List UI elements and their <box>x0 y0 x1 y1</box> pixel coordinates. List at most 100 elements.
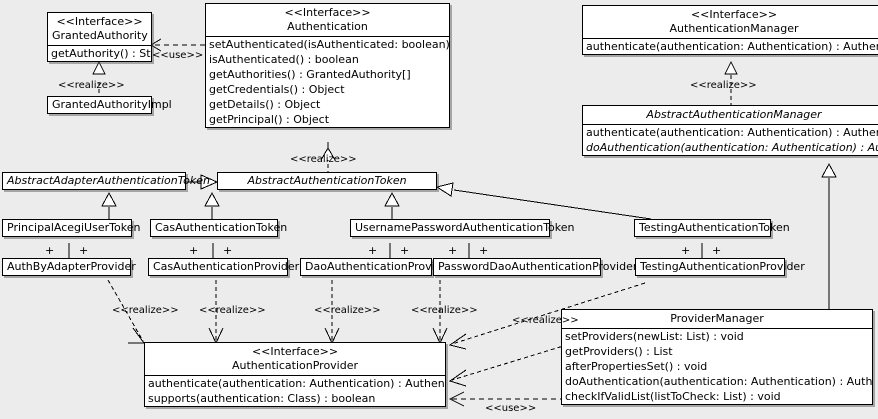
class-name: AbstractAuthenticationToken <box>247 174 407 187</box>
class-box-username-password-authentication-token[interactable]: UsernamePasswordAuthenticationToken <box>350 219 575 237</box>
class-header: CasAuthenticationToken <box>151 220 287 236</box>
association-marker: + <box>368 244 378 257</box>
class-box-authentication[interactable]: <<Interface>> Authentication setAuthenti… <box>205 3 450 128</box>
operation: doAuthentication(authentication: Authent… <box>586 141 878 154</box>
class-name: AuthenticationManager <box>669 22 799 35</box>
relationship-label-realize-granted-authority-impl: <<realize>> <box>58 80 125 91</box>
operations-compartment: authenticate(authentication: Authenticat… <box>583 39 878 54</box>
operation: getProviders() : List <box>565 345 673 358</box>
stereotype-label: <<Interface>> <box>251 345 339 358</box>
class-box-password-dao-authentication-provider[interactable]: PasswordDaoAuthenticationProvider <box>433 258 638 276</box>
divider <box>48 45 151 46</box>
operation: getPrincipal() : Object <box>209 113 330 126</box>
divider <box>583 124 878 125</box>
class-header: AbstractAuthenticationToken <box>218 173 436 189</box>
stereotype-label: <<Interface>> <box>56 15 143 28</box>
class-box-testing-authentication-provider[interactable]: TestingAuthenticationProvider <box>635 258 805 276</box>
class-name: PasswordDaoAuthenticationProvider <box>438 260 638 273</box>
class-box-principal-acegi-user-token[interactable]: PrincipalAcegiUserToken <box>2 219 141 237</box>
class-name: AuthByAdapterProvider <box>7 260 136 273</box>
class-box-provider-manager[interactable]: ProviderManager setProviders(newList: Li… <box>561 309 873 405</box>
class-box-granted-authority[interactable]: <<Interface>> GrantedAuthority getAuthor… <box>47 12 152 62</box>
class-header: <<Interface>> AuthenticationProvider <box>145 343 445 375</box>
class-box-abstract-authentication-token[interactable]: AbstractAuthenticationToken <box>217 172 437 190</box>
operations-compartment: setAuthenticated(isAuthenticated: boolea… <box>206 37 449 127</box>
class-header: UsernamePasswordAuthenticationToken <box>351 220 575 236</box>
relationship-label-use-provider-manager: <<use>> <box>485 403 537 414</box>
stereotype-label: <<Interface>> <box>690 8 778 21</box>
class-name: PrincipalAcegiUserToken <box>7 221 141 234</box>
operation: getAuthorities() : GrantedAuthority[] <box>209 68 411 81</box>
operation: isAuthenticated() : boolean <box>209 53 359 66</box>
association-marker: + <box>223 244 233 257</box>
divider <box>583 38 878 39</box>
association-marker: + <box>79 244 89 257</box>
class-name: AbstractAdapterAuthenticationToken <box>7 174 210 187</box>
class-header: ProviderManager <box>562 310 872 328</box>
operation: doAuthentication(authentication: Authent… <box>565 375 872 388</box>
class-name: Authentication <box>287 20 368 33</box>
class-name: AuthenticationProvider <box>231 359 359 372</box>
class-name: GrantedAuthority <box>52 29 148 42</box>
relationship-label-realize-abstract-authentication-token: <<realize>> <box>290 154 357 165</box>
operations-compartment: setProviders(newList: List) : void getPr… <box>562 329 872 404</box>
association-marker: + <box>479 244 489 257</box>
class-header: AbstractAdapterAuthenticationToken <box>3 173 210 189</box>
relationship-label-realize-abstract-authentication-manager: <<realize>> <box>690 80 757 91</box>
divider <box>206 36 449 37</box>
operation: authenticate(authentication: Authenticat… <box>586 126 878 139</box>
operation: afterPropertiesSet() : void <box>565 360 708 373</box>
relationship-label-realize-testing-provider: <<realize>> <box>512 315 579 326</box>
class-name: DaoAuthenticationProvider <box>305 260 453 273</box>
relationship-label-realize-dao-provider: <<realize>> <box>314 305 381 316</box>
class-header: PrincipalAcegiUserToken <box>3 220 141 236</box>
divider <box>145 375 445 376</box>
class-header: TestingAuthenticationProvider <box>636 259 805 275</box>
association-marker: + <box>448 244 458 257</box>
operation: supports(authentication: Class) : boolea… <box>148 392 376 405</box>
class-header: TestingAuthenticationToken <box>635 220 790 236</box>
relationship-label-realize-auth-by-adapter: <<realize>> <box>112 305 179 316</box>
class-name: ProviderManager <box>670 312 764 325</box>
operation: authenticate(authentication: Authenticat… <box>148 377 445 390</box>
operation: checkIfValidList(listToCheck: List) : vo… <box>565 390 781 403</box>
relationship-label-realize-cas-provider: <<realize>> <box>199 305 266 316</box>
class-name: TestingAuthenticationProvider <box>640 260 805 273</box>
class-header: <<Interface>> AuthenticationManager <box>583 6 878 38</box>
operation: getCredentials() : Object <box>209 83 345 96</box>
class-box-granted-authority-impl[interactable]: GrantedAuthorityImpl <box>47 96 172 114</box>
class-box-dao-authentication-provider[interactable]: DaoAuthenticationProvider <box>300 258 453 276</box>
class-box-cas-authentication-provider[interactable]: CasAuthenticationProvider <box>148 258 300 276</box>
operation: getDetails() : Object <box>209 98 321 111</box>
relationship-label-realize-password-dao-provider: <<realize>> <box>411 305 478 316</box>
class-box-authentication-manager[interactable]: <<Interface>> AuthenticationManager auth… <box>582 5 878 55</box>
class-header: CasAuthenticationProvider <box>149 259 300 275</box>
operation: setProviders(newList: List) : void <box>565 330 744 343</box>
class-box-authentication-provider[interactable]: <<Interface>> AuthenticationProvider aut… <box>144 342 446 407</box>
operations-compartment: authenticate(authentication: Authenticat… <box>583 125 878 155</box>
operations-compartment: authenticate(authentication: Authenticat… <box>145 376 445 406</box>
relationship-label-use-granted-authority: <<use>> <box>152 50 204 61</box>
class-header: <<Interface>> GrantedAuthority <box>48 13 151 45</box>
class-box-cas-authentication-token[interactable]: CasAuthenticationToken <box>150 219 287 237</box>
operation: getAuthority() : String <box>51 47 151 60</box>
divider <box>562 328 872 329</box>
association-marker: + <box>712 244 722 257</box>
class-header: <<Interface>> Authentication <box>206 4 449 36</box>
class-name: CasAuthenticationProvider <box>153 260 300 273</box>
class-box-testing-authentication-token[interactable]: TestingAuthenticationToken <box>634 219 790 237</box>
class-name: GrantedAuthorityImpl <box>52 98 172 111</box>
class-header: GrantedAuthorityImpl <box>48 97 172 113</box>
association-marker: + <box>45 244 55 257</box>
class-box-abstract-adapter-authentication-token[interactable]: AbstractAdapterAuthenticationToken <box>2 172 210 190</box>
class-box-auth-by-adapter-provider[interactable]: AuthByAdapterProvider <box>2 258 136 276</box>
class-header: AuthByAdapterProvider <box>3 259 136 275</box>
class-name: AbstractAuthenticationManager <box>646 108 822 121</box>
stereotype-label: <<Interface>> <box>284 6 371 19</box>
class-header: PasswordDaoAuthenticationProvider <box>434 259 638 275</box>
operations-compartment: getAuthority() : String <box>48 46 151 61</box>
class-box-abstract-authentication-manager[interactable]: AbstractAuthenticationManager authentica… <box>582 105 878 156</box>
class-name: UsernamePasswordAuthenticationToken <box>355 221 575 234</box>
operation: authenticate(authentication: Authenticat… <box>586 40 878 53</box>
